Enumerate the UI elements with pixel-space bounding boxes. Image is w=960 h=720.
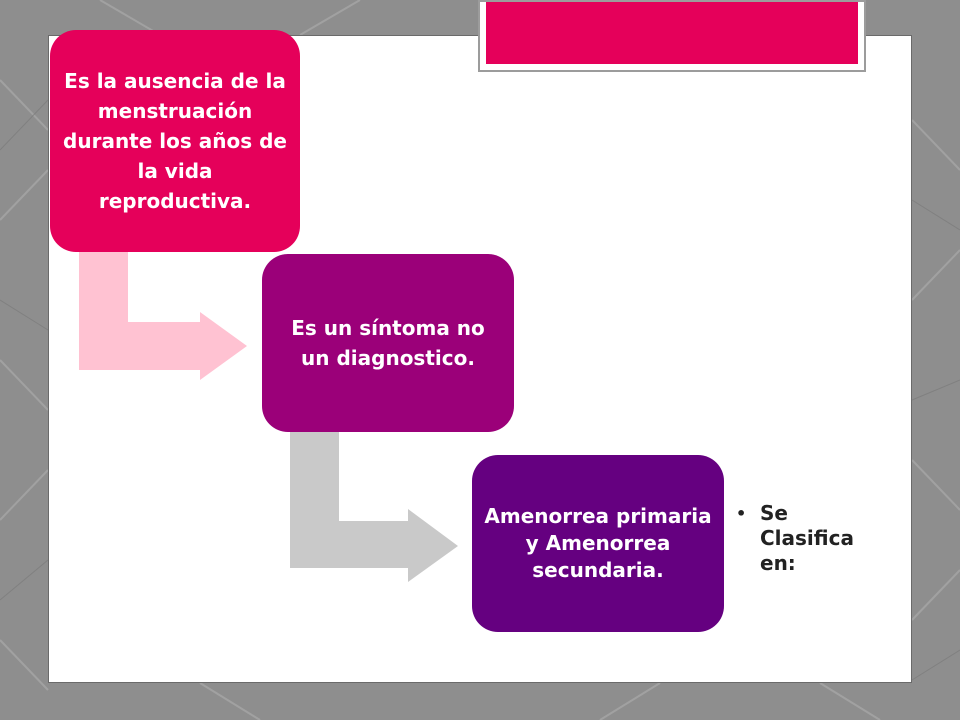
- step-box-2-text: Es un síntoma no un diagnostico.: [291, 316, 485, 370]
- step-box-1-text: Es la ausencia de la menstruación durant…: [63, 69, 287, 213]
- connector-arrow-2: [290, 432, 458, 582]
- bullet-icon: •: [736, 504, 747, 523]
- step-box-2: Es un síntoma no un diagnostico.: [262, 254, 514, 432]
- step-box-1: Es la ausencia de la menstruación durant…: [50, 30, 300, 252]
- title-bar: [486, 2, 858, 64]
- step-box-3: Amenorrea primaria y Amenorrea secundari…: [472, 455, 724, 632]
- classification-note-text: Se Clasifica en:: [760, 501, 854, 575]
- title-frame: [478, 0, 866, 72]
- connector-arrow-1: [79, 252, 247, 380]
- step-box-3-text: Amenorrea primaria y Amenorrea secundari…: [484, 504, 712, 582]
